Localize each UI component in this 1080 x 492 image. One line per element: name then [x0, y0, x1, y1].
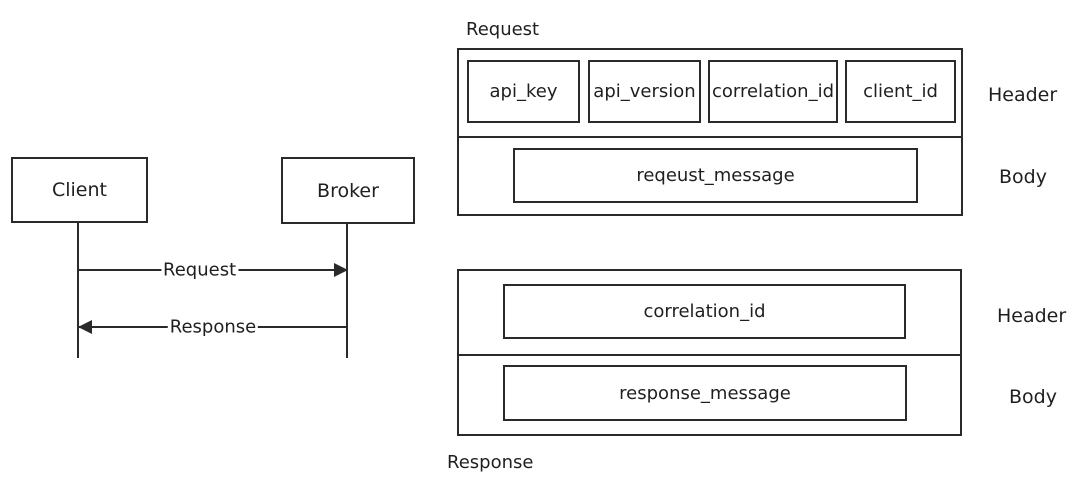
- broker-label: Broker: [317, 179, 379, 202]
- client-label: Client: [51, 179, 107, 201]
- field-api-key: api_key: [467, 60, 580, 123]
- response-body-section-label: Body: [1009, 386, 1057, 408]
- field-response-message-label: response_message: [619, 382, 791, 404]
- field-response-message: response_message: [503, 365, 907, 421]
- client-lifeline: [77, 223, 79, 358]
- response-arrow-label: Response: [167, 316, 259, 338]
- response-structure-box: correlation_id response_message: [457, 269, 962, 436]
- field-client-id: client_id: [845, 60, 956, 123]
- request-body-section-label: Body: [999, 166, 1047, 188]
- field-response-correlation-id: correlation_id: [503, 284, 906, 339]
- request-arrow: Request: [79, 259, 348, 281]
- response-arrow: Response: [78, 316, 347, 338]
- response-header-body-divider: [459, 354, 960, 356]
- request-header-section-label: Header: [988, 84, 1058, 106]
- client-actor-box: Client: [11, 157, 148, 223]
- field-api-version-label: api_version: [593, 81, 696, 102]
- response-header-section-label: Header: [997, 305, 1067, 327]
- field-request-message: reqeust_message: [513, 148, 918, 203]
- field-api-key-label: api_key: [489, 81, 558, 102]
- field-response-correlation-id-label: correlation_id: [643, 301, 766, 322]
- request-structure-box: api_key api_version correlation_id clien…: [457, 48, 963, 216]
- field-api-version: api_version: [588, 60, 701, 123]
- broker-lifeline: [346, 224, 348, 358]
- field-client-id-label: client_id: [863, 81, 938, 102]
- arrowhead-right-icon: [334, 263, 348, 277]
- field-correlation-id: correlation_id: [708, 60, 838, 123]
- request-structure-title: Request: [466, 19, 540, 40]
- field-request-message-label: reqeust_message: [636, 165, 795, 186]
- request-header-body-divider: [459, 136, 961, 138]
- field-correlation-id-label: correlation_id: [711, 81, 834, 102]
- request-arrow-label: Request: [161, 259, 239, 281]
- response-structure-title: Response: [447, 452, 534, 473]
- arrowhead-left-icon: [78, 320, 92, 334]
- broker-actor-box: Broker: [281, 157, 415, 224]
